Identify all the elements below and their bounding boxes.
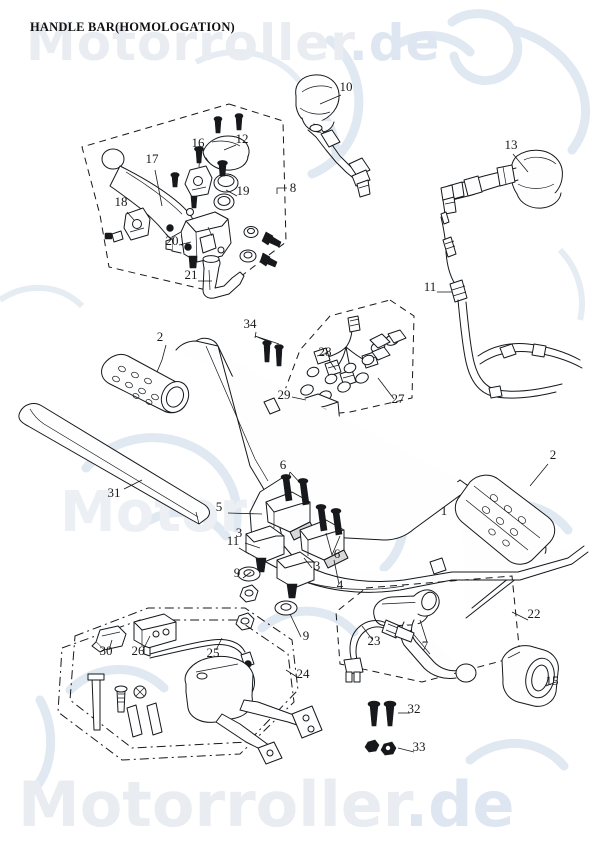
region-master-cylinder-group (81, 103, 287, 294)
callout-relay: 30 (100, 643, 113, 658)
callout-brake-cable: 11 (424, 279, 437, 294)
region-right-lever-group (335, 575, 521, 683)
callout-bolt-set: 32 (408, 701, 421, 716)
callout-horn-lead: 25 (207, 645, 220, 660)
part-horn-bracket-kit (87, 655, 323, 765)
callout-clamp-screw-upper: 6 (280, 457, 287, 472)
part-grip-left (101, 353, 190, 414)
part-misc-hardware-master-group (166, 224, 282, 268)
part-mirror-left (295, 74, 371, 198)
callout-brake-switch-wire: 23 (368, 633, 381, 648)
part-brake-cable (440, 211, 583, 399)
part-brake-lever-right (373, 589, 477, 683)
callout-riser-clamp: 5 (216, 499, 223, 514)
callout-reservoir-diaphragm: 19 (237, 183, 250, 198)
callout-clamp-lower-right: 3 (314, 558, 321, 573)
callout-brake-lever-right: 7 (422, 638, 429, 653)
callout-grip-right: 2 (550, 447, 557, 462)
callout-bar-end-weight: 15 (546, 673, 559, 688)
callout-horn-bracket-kit-box: 24 (297, 666, 311, 681)
part-horn (133, 613, 177, 657)
callout-lever-adjuster: 18 (115, 194, 128, 209)
part-riser-clamps (235, 474, 349, 631)
callout-leaders (108, 94, 557, 687)
callout-screw-pair: 34 (244, 316, 258, 331)
callout-lever-pivot-bolt: 16 (192, 135, 206, 150)
region-wiring-harness-group (281, 299, 415, 419)
part-brake-switch-wire (343, 619, 415, 683)
part-mirror-mount-clamp (202, 255, 245, 299)
callout-right-lever-assembly-box: 22 (528, 606, 541, 621)
part-grip-right (454, 474, 556, 565)
callout-washer-upper: 9 (234, 565, 241, 580)
part-bar-end-weight (501, 645, 559, 707)
callout-clamp-bolt: 4 (337, 577, 344, 592)
page-title: HANDLE BAR(HOMOLOGATION) (30, 20, 235, 34)
callout-master-cylinder-assembly-box: 8 (290, 180, 297, 195)
callout-switch-block: 29 (278, 387, 291, 402)
part-reservoir-diaphragm (213, 160, 239, 211)
part-reservoir-cap (202, 135, 250, 171)
callout-mirror-mount-clamp: 21 (185, 267, 198, 282)
part-nut-set (364, 739, 415, 756)
part-screw-pair (254, 335, 284, 367)
callout-clamp-screw-lower: 6 (334, 546, 341, 561)
callout-mirror-left: 10 (340, 79, 353, 94)
part-relay (91, 625, 127, 653)
callout-brake-lever-left: 17 (146, 151, 160, 166)
callout-master-cylinder-body: 20 (166, 233, 179, 248)
callout-clamp-lower-left: 3 (236, 525, 243, 540)
callout-bar-cover-tube: 31 (108, 485, 121, 500)
callout-8 (276, 187, 287, 194)
callout-horn: 26 (132, 643, 146, 658)
part-connector-set (300, 329, 407, 402)
part-lever-pivot-bolt (170, 113, 244, 209)
callout-grip-left: 2 (157, 329, 164, 344)
part-master-cylinder-body (165, 208, 232, 269)
callout-washer-lower: 9 (303, 628, 310, 643)
callout-connector-set: 28 (319, 344, 332, 359)
callout-handlebar: 1 (441, 503, 448, 518)
callout-nut-set: 33 (413, 739, 426, 754)
callout-reservoir-cap: 12 (236, 131, 249, 146)
part-bar-cover-tube (18, 403, 210, 525)
part-mirror-right (440, 149, 563, 215)
callout-cable-guide: 11 (227, 533, 240, 548)
callout-wiring-harness: 27 (392, 391, 406, 406)
part-bolt-set (367, 700, 410, 727)
callout-mirror-right: 13 (505, 137, 518, 152)
